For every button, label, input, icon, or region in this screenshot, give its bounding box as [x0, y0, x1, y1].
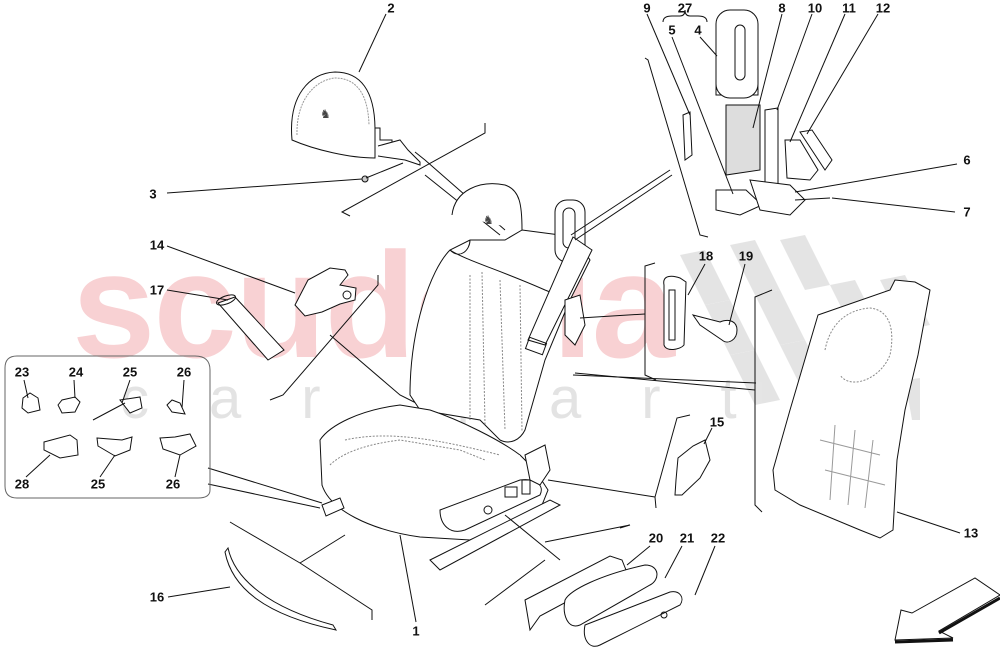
callout-12: 12 — [875, 0, 891, 16]
callout-10: 10 — [807, 0, 823, 16]
callout-3: 3 — [149, 186, 157, 202]
front-direction-arrow — [894, 577, 1000, 644]
callout-27: 27 — [677, 0, 693, 16]
callout-26-bottom: 26 — [165, 476, 181, 492]
callout-18: 18 — [698, 248, 714, 264]
svg-text:♞: ♞ — [320, 107, 331, 121]
callout-8: 8 — [778, 0, 786, 16]
callout-14: 14 — [149, 237, 165, 253]
callout-2: 2 — [387, 0, 395, 16]
callout-25-bottom: 25 — [90, 476, 106, 492]
callout-22: 22 — [710, 530, 726, 546]
callout-13: 13 — [963, 525, 979, 541]
headrest-part: ♞ — [291, 71, 421, 166]
callout-5: 5 — [668, 22, 676, 38]
callout-23: 23 — [14, 364, 30, 380]
callout-28: 28 — [14, 476, 30, 492]
callout-26-top: 26 — [176, 364, 192, 380]
callout-7: 7 — [963, 204, 971, 220]
callout-11: 11 — [842, 0, 856, 16]
callout-1: 1 — [412, 623, 420, 639]
callout-4: 4 — [694, 22, 702, 38]
callout-16: 16 — [149, 589, 165, 605]
callout-17: 17 — [149, 282, 165, 298]
callout-15: 15 — [709, 414, 725, 430]
callout-20: 20 — [648, 530, 664, 546]
callout-24: 24 — [68, 364, 84, 380]
callout-21: 21 — [679, 530, 695, 546]
leader-2 — [358, 13, 387, 73]
callout-9: 9 — [643, 0, 651, 16]
callout-19: 19 — [738, 248, 754, 264]
callout-25-top: 25 — [122, 364, 138, 380]
callout-6: 6 — [963, 152, 971, 168]
svg-text:♞: ♞ — [483, 213, 494, 227]
